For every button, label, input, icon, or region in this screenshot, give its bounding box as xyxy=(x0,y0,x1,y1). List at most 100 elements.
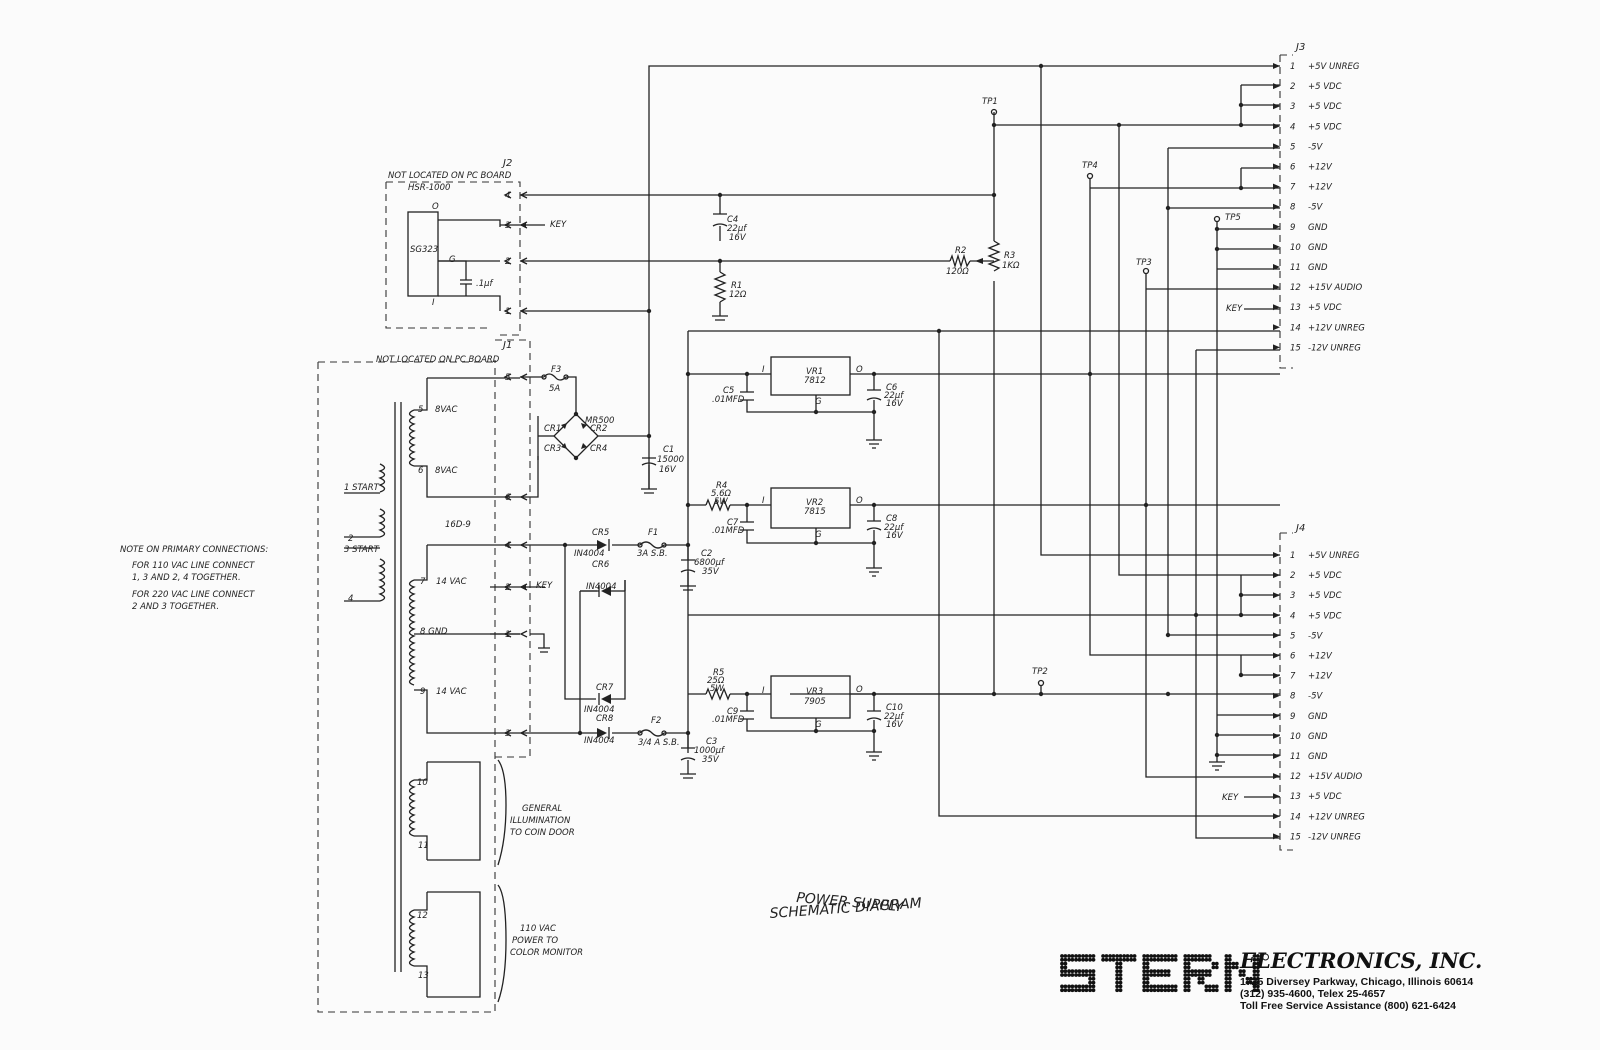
logo-dot xyxy=(1142,954,1147,958)
pin-chevron xyxy=(519,257,528,265)
logo-dot xyxy=(1091,957,1096,962)
pin-arrow xyxy=(1273,223,1280,230)
pin-chevron xyxy=(503,307,512,315)
logo-dot xyxy=(1063,988,1068,993)
logo-dot xyxy=(1211,961,1216,966)
logo-dot xyxy=(1231,965,1236,970)
pri-3: 3 START xyxy=(344,545,380,555)
resistors xyxy=(705,240,1001,701)
logo-dot xyxy=(1186,954,1191,958)
logo-dot xyxy=(1149,973,1154,977)
c5-label: C5 xyxy=(723,386,734,396)
logo-dot xyxy=(1159,957,1164,962)
c2-volt: 35V xyxy=(702,567,720,577)
logo-dot xyxy=(1159,969,1164,974)
logo-dot xyxy=(1207,988,1212,993)
logo-dot xyxy=(1084,988,1089,993)
logo-dot xyxy=(1142,980,1147,985)
logo-dot xyxy=(1190,957,1195,962)
logo-dot xyxy=(1163,957,1168,962)
logo-dot xyxy=(1145,984,1150,989)
logo-dot xyxy=(1227,976,1232,981)
logo-dot xyxy=(1255,957,1260,962)
pin-signal: +15V AUDIO xyxy=(1308,772,1363,782)
note-l1: FOR 110 VAC LINE CONNECT xyxy=(132,561,255,571)
logo-dot xyxy=(1063,965,1068,970)
pin-number: 8 xyxy=(1290,203,1296,213)
c10-label: C10 xyxy=(886,703,903,713)
logo-dot xyxy=(1060,969,1064,974)
vr2-label: VR2 xyxy=(806,498,823,508)
logo-dot xyxy=(1152,973,1157,977)
logo-dot xyxy=(1149,957,1154,962)
logo-dot xyxy=(1255,988,1260,993)
vr1-label: VR1 xyxy=(806,367,823,377)
logo-dot xyxy=(1145,973,1150,977)
logo-dot xyxy=(1204,969,1209,974)
logo-dot xyxy=(1115,988,1120,993)
logo-dot xyxy=(1224,954,1229,958)
j2-internals xyxy=(407,211,520,311)
tp2-label: TP2 xyxy=(1032,667,1048,677)
pin-arrow xyxy=(1273,833,1280,840)
logo-dot xyxy=(1170,988,1175,993)
company-name: ELECTRONICS, INC. xyxy=(1240,948,1483,973)
d1-label: IN4004 xyxy=(574,549,605,559)
vr2-part: 7815 xyxy=(804,507,826,517)
pin-signal: +5 VDC xyxy=(1308,82,1342,92)
pin-signal: +5 VDC xyxy=(1308,303,1342,313)
pin-number: 3 xyxy=(1290,591,1295,601)
junctions xyxy=(562,63,1244,758)
sec-6: 6 xyxy=(418,466,424,476)
logo-dot xyxy=(1186,973,1191,977)
logo-dot xyxy=(1063,961,1068,966)
logo-dot xyxy=(1142,976,1147,981)
tp1-label: TP1 xyxy=(982,97,998,107)
pin-arrow xyxy=(1273,324,1280,331)
pin-number: 10 xyxy=(1290,732,1301,742)
logo-dot xyxy=(1183,957,1188,962)
logo-dot xyxy=(1255,976,1260,981)
logo-dot xyxy=(1070,957,1075,962)
logo-dot xyxy=(1132,957,1137,962)
logo-dot xyxy=(1108,954,1113,958)
tp4-label: TP4 xyxy=(1082,161,1098,171)
logo-dot xyxy=(1166,954,1171,958)
pin-number: 10 xyxy=(1290,243,1301,253)
logo-dot xyxy=(1067,988,1071,993)
logo-dot xyxy=(1077,988,1082,993)
logo-dot xyxy=(1077,973,1082,977)
pin-number: 15 xyxy=(1290,832,1301,842)
logo-dot xyxy=(1238,973,1243,977)
company-service: Toll Free Service Assistance (800) 621-6… xyxy=(1240,1000,1456,1012)
logo-dot xyxy=(1142,965,1147,970)
logo-dot xyxy=(1214,961,1219,966)
j2-pin-number: 3 xyxy=(505,221,510,231)
d2-label: IN4004 xyxy=(586,582,617,592)
company-block: ELECTRONICS, INC. 1725 Diversey Parkway,… xyxy=(1060,948,1580,1018)
logo-dot xyxy=(1084,954,1089,958)
logo-dot xyxy=(1207,969,1212,974)
logo-dot xyxy=(1255,954,1260,958)
f3-value: 5A xyxy=(549,384,560,394)
logo-dot xyxy=(1125,957,1130,962)
r5-value: 25Ω xyxy=(707,676,725,686)
logo-dot xyxy=(1224,988,1229,993)
logo-dot xyxy=(1145,961,1150,966)
vr3-label: VR3 xyxy=(806,687,823,697)
c7-label: C7 xyxy=(727,518,739,528)
logo-dot xyxy=(1152,984,1157,989)
logo-dot xyxy=(1252,965,1257,970)
logo-dot xyxy=(1252,961,1257,966)
r5-watt: 5W xyxy=(710,684,724,694)
vr3-g: G xyxy=(815,720,822,730)
logo-dot xyxy=(1200,969,1205,974)
pin-number: 5 xyxy=(1290,142,1295,152)
logo-dot xyxy=(1200,954,1205,958)
sec-11: 11 xyxy=(418,841,429,851)
logo-dot xyxy=(1183,980,1188,985)
pin-number: 12 xyxy=(1290,772,1301,782)
pin-arrow xyxy=(1273,123,1280,130)
